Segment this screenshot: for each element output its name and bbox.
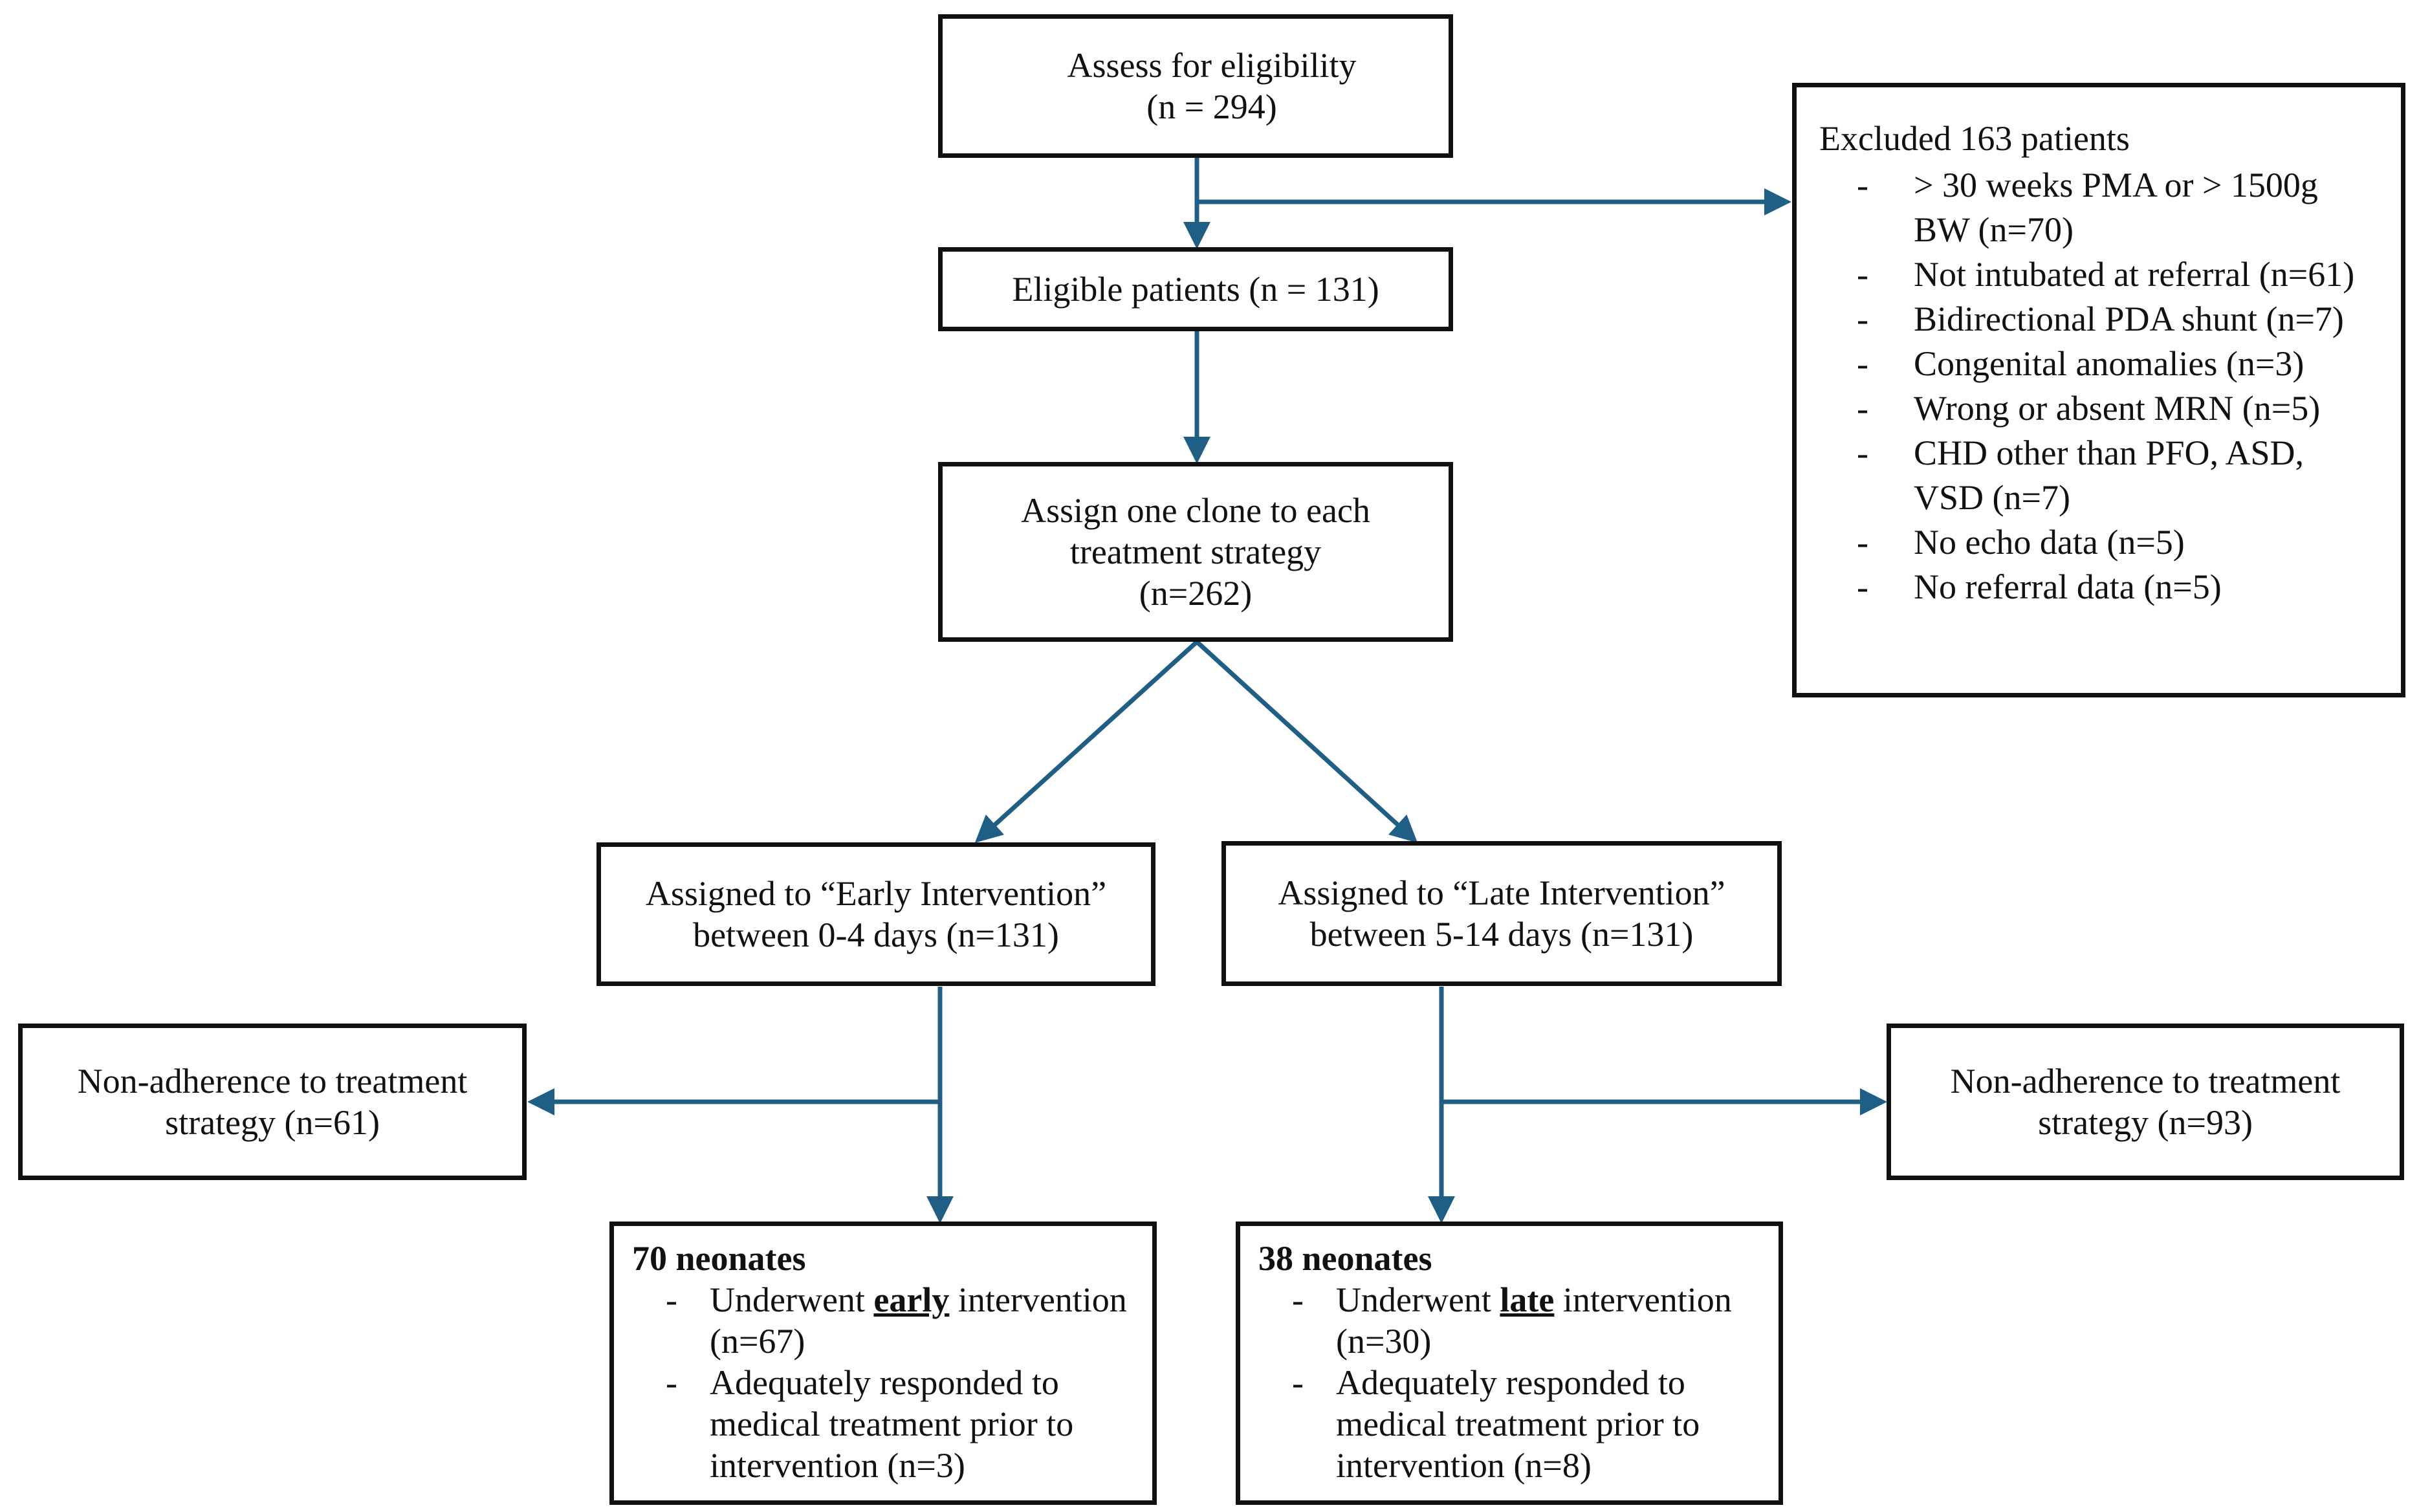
early-result-list: Underwent early intervention (n=67) Adeq… xyxy=(632,1279,1137,1486)
excluded-patients-box: Excluded 163 patients > 30 weeks PMA or … xyxy=(1792,83,2405,697)
early-result-item: Adequately responded to medical treatmen… xyxy=(632,1362,1137,1486)
early-result-title: 70 neonates xyxy=(632,1239,806,1278)
exclusion-item: No echo data (n=5) xyxy=(1819,520,2381,565)
assign-clone-box: Assign one clone to each treatment strat… xyxy=(938,462,1453,642)
early-result-item: Underwent early intervention (n=67) xyxy=(632,1279,1137,1362)
arrow-assign-to-late xyxy=(1195,640,1418,843)
late-result-list: Underwent late intervention (n=30) Adequ… xyxy=(1258,1279,1763,1486)
late-intervention-box: Assigned to “Late Intervention” between … xyxy=(1221,841,1782,986)
early-nonadherence-line-1: Non-adherence to treatment xyxy=(77,1062,468,1101)
late-nonadherence-line-2: strategy (n=93) xyxy=(2038,1103,2253,1142)
arrow-assign-to-early xyxy=(974,640,1199,843)
eligible-patients-box: Eligible patients (n = 131) xyxy=(938,247,1453,331)
early-emphasis: early xyxy=(873,1280,950,1319)
early-result-box: 70 neonates Underwent early intervention… xyxy=(609,1222,1157,1505)
exclusion-item: Wrong or absent MRN (n=5) xyxy=(1819,386,2381,431)
early-nonadherence-line-2: strategy (n=61) xyxy=(165,1103,380,1142)
assess-title: Assess for eligibility xyxy=(1067,46,1357,85)
exclusion-item: Bidirectional PDA shunt (n=7) xyxy=(1819,297,2381,342)
late-result-box: 38 neonates Underwent late intervention … xyxy=(1236,1222,1783,1505)
exclusion-item: No referral data (n=5) xyxy=(1819,565,2381,609)
late-nonadherence-box: Non-adherence to treatment strategy (n=9… xyxy=(1887,1024,2404,1180)
late-nonadherence-line-1: Non-adherence to treatment xyxy=(1950,1062,2341,1101)
early-intervention-box: Assigned to “Early Intervention” between… xyxy=(597,842,1155,986)
early-window: between 0-4 days (n=131) xyxy=(693,915,1059,954)
late-result-item: Adequately responded to medical treatmen… xyxy=(1258,1362,1763,1486)
late-title: Assigned to “Late Intervention” xyxy=(1278,873,1725,912)
exclusion-item: Congenital anomalies (n=3) xyxy=(1819,342,2381,386)
late-result-title: 38 neonates xyxy=(1258,1239,1432,1278)
assess-eligibility-box: Assess for eligibility (n = 294) xyxy=(938,14,1453,158)
assess-count: (n = 294) xyxy=(1146,87,1277,126)
eligible-label: Eligible patients (n = 131) xyxy=(1012,270,1379,309)
late-result-item: Underwent late intervention (n=30) xyxy=(1258,1279,1763,1362)
early-nonadherence-box: Non-adherence to treatment strategy (n=6… xyxy=(18,1024,527,1180)
exclusion-list: > 30 weeks PMA or > 1500g BW (n=70) Not … xyxy=(1819,163,2381,609)
exclusion-item: > 30 weeks PMA or > 1500g BW (n=70) xyxy=(1819,163,2381,252)
assign-line-1: Assign one clone to each xyxy=(1021,491,1370,530)
late-emphasis: late xyxy=(1500,1280,1555,1319)
assign-line-2: treatment strategy xyxy=(1069,532,1322,571)
assign-count: (n=262) xyxy=(1139,574,1253,613)
excluded-title: Excluded 163 patients xyxy=(1819,119,2130,158)
exclusion-item: Not intubated at referral (n=61) xyxy=(1819,252,2381,297)
early-title: Assigned to “Early Intervention” xyxy=(645,874,1107,913)
exclusion-item: CHD other than PFO, ASD, VSD (n=7) xyxy=(1819,431,2381,520)
late-window: between 5-14 days (n=131) xyxy=(1309,915,1694,954)
